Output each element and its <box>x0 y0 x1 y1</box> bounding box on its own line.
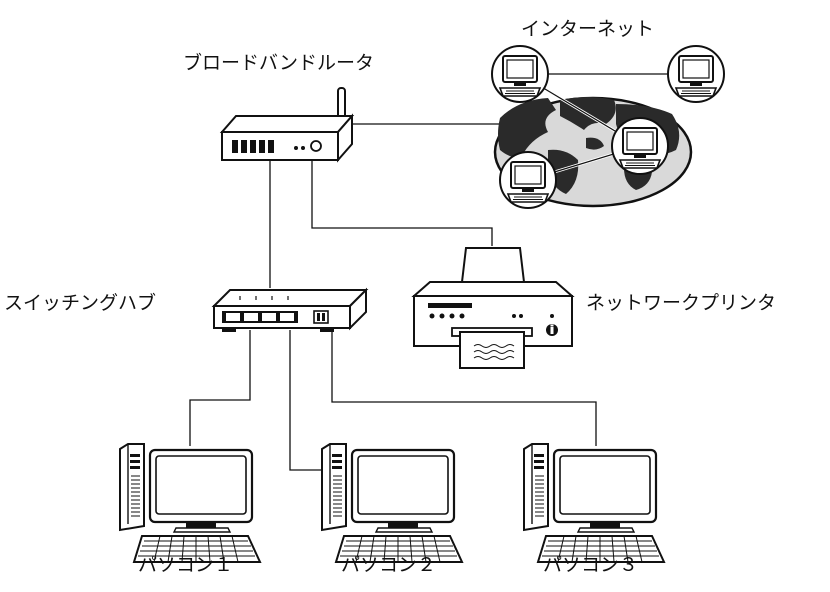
switch-label: スイッチングハブ <box>4 292 157 314</box>
pc1-label: パソコン１ <box>138 554 234 576</box>
internet-monitor-4 <box>499 151 557 209</box>
network-cables <box>189 123 597 471</box>
router-icon <box>219 87 355 163</box>
router-label: ブロードバンドルータ <box>183 52 374 74</box>
internet-label: インターネット <box>521 18 655 40</box>
pc3-label: パソコン３ <box>543 554 639 576</box>
printer-icon <box>411 247 575 369</box>
pc2-label: パソコン２ <box>341 554 437 576</box>
printer-label: ネットワークプリンタ <box>586 292 777 314</box>
pc-3-icon <box>522 442 666 564</box>
router-printer-cable <box>311 160 493 246</box>
switching-hub-icon <box>211 287 369 332</box>
pc-2-icon <box>320 442 464 564</box>
switch-pc2-cable <box>289 330 322 471</box>
internet-monitor-2 <box>667 45 725 103</box>
internet-monitor-3 <box>611 117 669 175</box>
switch-pc1-cable <box>189 330 251 446</box>
switch-pc3-cable <box>331 330 597 446</box>
internet-monitor-1 <box>491 45 549 103</box>
pc-1-icon <box>118 442 262 564</box>
